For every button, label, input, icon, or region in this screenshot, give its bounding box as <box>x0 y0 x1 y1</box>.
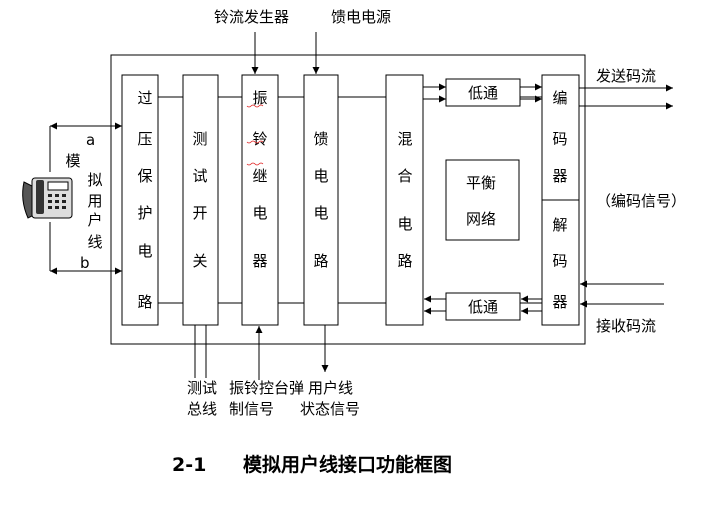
balance-network-label-1: 平衡 <box>466 174 496 192</box>
vt-overvoltage-char: 护 <box>137 204 152 222</box>
encoder-text: 编码器 <box>552 89 567 185</box>
figure-number: 2-1 <box>172 454 206 476</box>
vt-overvoltage-char: 电 <box>137 242 152 260</box>
overvoltage-protection-block <box>121 74 159 326</box>
ring-control-label-2: 制信号 <box>229 400 274 418</box>
vt-phone-char: 模 <box>65 152 80 170</box>
vt-test-char: 测 <box>192 130 207 148</box>
ring-generator-label: 铃流发生器 <box>214 8 289 26</box>
decoder-text: 解码器 <box>552 216 567 311</box>
receive-stream-label: 接收码流 <box>596 317 656 335</box>
vt-overvoltage-char: 压 <box>137 130 152 148</box>
ring-relay-block <box>241 74 279 326</box>
vt-decoder-char: 器 <box>552 293 567 311</box>
lowpass-top-label: 低通 <box>468 84 498 102</box>
lowpass-bottom-label: 低通 <box>468 298 498 316</box>
ring-control-label-1: 振铃控 <box>229 379 274 397</box>
vt-overvoltage-char: 路 <box>137 293 152 311</box>
user-state-label-2: 状态信号 <box>300 400 360 418</box>
vt-overvoltage-char: 过 <box>137 89 152 107</box>
send-stream-label: 发送码流 <box>596 67 656 85</box>
vt-encoder-char: 码 <box>552 130 567 148</box>
feed-power-label: 馈电电源 <box>331 8 391 26</box>
outer-frame <box>110 54 586 345</box>
vt-decoder-char: 码 <box>552 252 567 270</box>
test-bus-label-2: 总线 <box>187 400 217 418</box>
test-switch-block <box>182 74 219 326</box>
balance-network-block <box>445 159 520 241</box>
vt-ring-char: 器 <box>252 252 267 270</box>
vt-phone-char: 拟 <box>87 171 102 189</box>
vt-ring-char: 铃 <box>252 130 267 148</box>
vt-phone-char: 户 <box>87 211 102 229</box>
vt-hybrid-char: 路 <box>397 252 412 270</box>
vt-test-char: 关 <box>192 252 207 270</box>
coded-signal-label: （编码信号） <box>596 192 686 210</box>
vt-hybrid-char: 混 <box>397 130 412 148</box>
vt-hybrid-char: 电 <box>397 215 412 233</box>
vt-test-char: 开 <box>192 204 207 222</box>
ring-control-label-tail: 台弹 <box>274 379 304 397</box>
signal-lines <box>158 96 542 304</box>
vt-feed-char: 电 <box>313 167 328 185</box>
balance-network-label-2: 网络 <box>466 210 496 228</box>
telephone-icon <box>22 177 73 219</box>
hybrid-circuit-block <box>385 74 424 326</box>
vt-phone-char: 线 <box>87 233 102 251</box>
vt-encoder-char: 器 <box>552 167 567 185</box>
vt-decoder-char: 解 <box>552 216 567 234</box>
vt-ring-char: 电 <box>252 204 267 222</box>
test-bus-label-1: 测试 <box>187 379 217 397</box>
line-b-label: b <box>80 254 90 272</box>
vt-hybrid-char: 合 <box>397 167 412 185</box>
spellcheck-squiggle <box>246 104 264 166</box>
vt-test-char: 试 <box>192 167 207 185</box>
feed-circuit-block <box>303 74 339 326</box>
vt-feed-char: 馈 <box>313 130 328 148</box>
figure-title: 模拟用户线接口功能框图 <box>243 453 452 476</box>
line-a-label: a <box>86 131 95 149</box>
vt-ring-char: 继 <box>252 167 267 185</box>
vt-overvoltage-char: 保 <box>137 167 152 185</box>
vt-feed-char: 路 <box>313 252 328 270</box>
lowpass-top-block <box>445 78 521 107</box>
vt-ring-char: 振 <box>252 89 267 107</box>
lowpass-bottom-block <box>445 292 521 321</box>
vt-phone-char: 用 <box>87 192 102 210</box>
phone-line-text: 模拟用户线 <box>65 152 102 251</box>
vt-feed-char: 电 <box>313 204 328 222</box>
vt-encoder-char: 编 <box>552 89 567 107</box>
user-state-label-1: 用户线 <box>308 379 353 397</box>
